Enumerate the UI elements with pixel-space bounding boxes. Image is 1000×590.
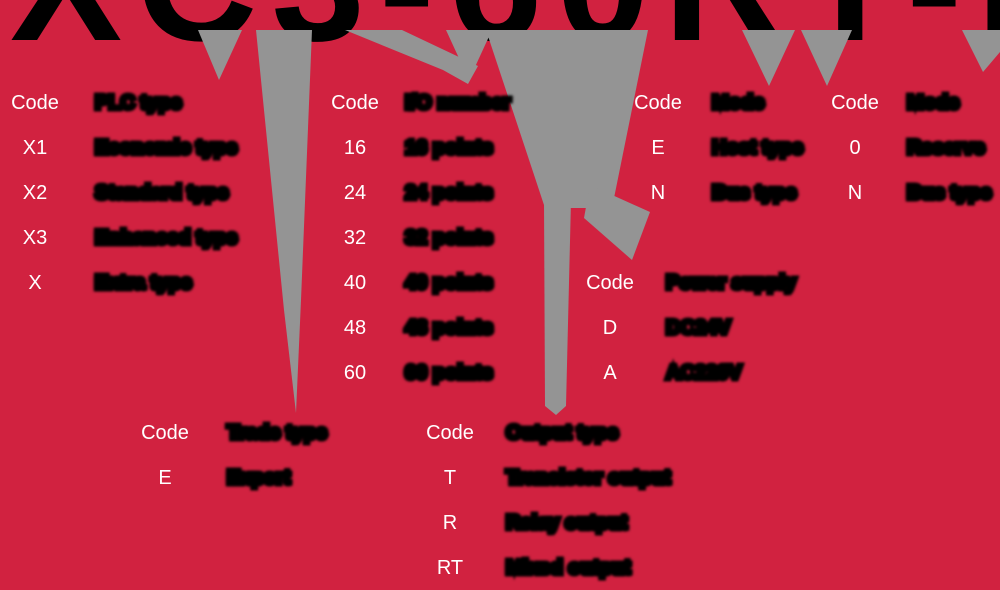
model-top-banner: XC3-60RT-E (0, 0, 1000, 46)
label-cell-redacted: 16 points (403, 135, 496, 160)
label-cell-redacted: Enhanced type (92, 225, 239, 250)
table-header-row: Code I/O number (305, 80, 514, 125)
label-cell-redacted: Economic type (92, 135, 239, 160)
code-header: Code (331, 91, 379, 114)
table-header-row: Code Mode (805, 80, 991, 125)
table-row: 24 24 points (305, 170, 511, 215)
label-cell-redacted: Export (224, 465, 292, 490)
label-cell-redacted: 24 points (403, 180, 496, 205)
table-trade-type: Code Trade type E Export (115, 410, 329, 500)
model-text-svg: XC3-60RT-E (10, 0, 1000, 46)
code-cell: 48 (343, 316, 367, 339)
table-row: 32 32 points (305, 215, 511, 260)
table-row: 0 Reserve (805, 125, 991, 170)
table-row: D DC24V (560, 305, 796, 350)
table-row: RT Mixed output (400, 545, 670, 590)
label-cell-redacted: Bus type (709, 180, 798, 205)
table-row: R Relay output (400, 500, 670, 545)
label-cell-redacted: AC220V (664, 360, 745, 385)
table-header-row: Code PLC type (5, 80, 237, 125)
code-header: Code (586, 271, 634, 294)
table-row: N Bus type (608, 170, 803, 215)
code-cell: E (651, 136, 665, 159)
label-cell-redacted: Mixed output (503, 555, 632, 580)
code-cell: X (28, 271, 42, 294)
label-cell-redacted: Extra type (93, 270, 195, 295)
code-cell: E (158, 466, 172, 489)
label-cell-redacted: Standard type (92, 180, 230, 205)
code-cell: 16 (343, 136, 367, 159)
table-row: A AC220V (560, 350, 796, 395)
label-cell-redacted: Host type (709, 135, 805, 160)
label-cell-redacted: DC24V (663, 315, 733, 340)
code-cell: 0 (849, 136, 861, 159)
code-cell: A (603, 361, 617, 384)
model-text: XC3-60RT-E (10, 0, 1000, 46)
label-cell-redacted: 60 points (403, 360, 496, 385)
table-mode-0-n: Code Mode 0 Reserve N Bus type (805, 80, 994, 215)
table-row: 60 60 points (305, 350, 511, 395)
table-plc-type: Code PLC type X1 Economic type X2 Standa… (5, 80, 240, 305)
code-cell: N (650, 181, 666, 204)
table-row: 40 40 points (305, 260, 511, 305)
type-header-redacted: Output type (503, 420, 620, 445)
code-cell: 32 (343, 226, 367, 249)
label-cell-redacted: Transistor output (503, 465, 672, 490)
code-cell: 40 (343, 271, 367, 294)
type-header-redacted: Mode (709, 90, 766, 115)
table-row: 48 48 points (305, 305, 511, 350)
code-cell: T (443, 466, 457, 489)
table-row: E Export (115, 455, 327, 500)
type-header-redacted: Power supply (663, 270, 798, 295)
table-mode-e-n: Code Mode E Host type N Bus type (608, 80, 806, 215)
table-row: X1 Economic type (5, 125, 240, 170)
code-cell: X3 (22, 226, 48, 249)
code-header: Code (11, 91, 59, 114)
table-row: E Host type (608, 125, 805, 170)
code-header: Code (634, 91, 682, 114)
code-header: Code (426, 421, 474, 444)
table-power-supply: Code Power supply D DC24V A AC220V (560, 260, 798, 395)
table-row: N Bus type (805, 170, 994, 215)
type-header-redacted: Trade type (224, 420, 329, 445)
table-row: X Extra type (5, 260, 237, 305)
table-io-number: Code I/O number 16 16 points 24 24 point… (305, 80, 514, 395)
type-header-redacted: Mode (904, 90, 961, 115)
type-header-redacted: PLC type (93, 90, 185, 115)
arrow-long-to-trade-type-table (256, 30, 312, 413)
table-row: T Transistor output (400, 455, 673, 500)
label-cell-redacted: 40 points (403, 270, 496, 295)
label-cell-redacted: Relay output (503, 510, 629, 535)
code-header: Code (141, 421, 189, 444)
table-header-row: Code Power supply (560, 260, 798, 305)
code-cell: N (847, 181, 863, 204)
label-cell-redacted: 32 points (403, 225, 496, 250)
label-cell-redacted: Bus type (904, 180, 993, 205)
code-cell: 24 (343, 181, 367, 204)
table-row: X2 Standard type (5, 170, 237, 215)
type-header-redacted: I/O number (403, 90, 514, 115)
table-row: 16 16 points (305, 125, 511, 170)
label-cell-redacted: Reserve (905, 135, 988, 160)
table-output-type: Code Output type T Transistor output R R… (400, 410, 673, 590)
table-header-row: Code Mode (608, 80, 803, 125)
code-cell: 60 (343, 361, 367, 384)
code-cell: X1 (22, 136, 48, 159)
label-cell-redacted: 48 points (403, 315, 496, 340)
code-cell: RT (436, 556, 464, 579)
code-cell: X2 (22, 181, 48, 204)
code-cell: R (442, 511, 458, 534)
table-header-row: Code Output type (400, 410, 670, 455)
code-header: Code (831, 91, 879, 114)
table-header-row: Code Trade type (115, 410, 329, 455)
table-row: X3 Enhanced type (5, 215, 240, 260)
code-cell: D (602, 316, 618, 339)
